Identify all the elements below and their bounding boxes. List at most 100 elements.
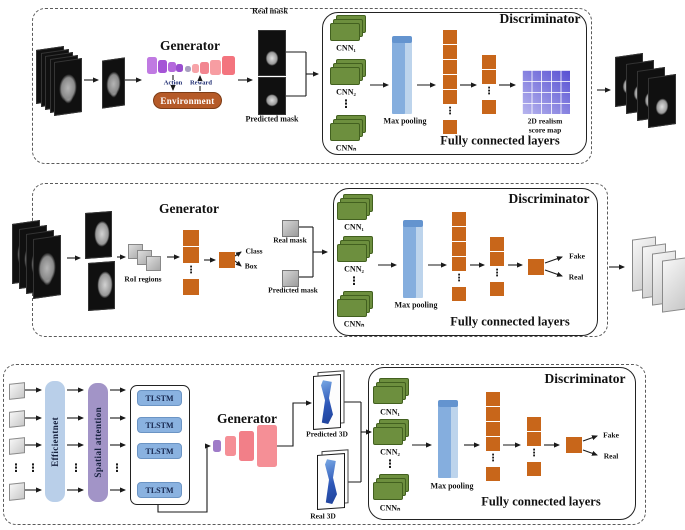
predicted-3d-label: Predicted 3D: [306, 429, 348, 439]
cnnn-label: CNNₙ: [335, 143, 357, 153]
latent-block: [213, 440, 221, 452]
discriminator-title: Discriminator: [499, 11, 581, 26]
real-mask-label: Real mask: [273, 235, 307, 245]
max-pooling-label: Max pooling: [394, 300, 438, 310]
real-label: Real: [603, 451, 619, 461]
input-slice: [9, 437, 25, 455]
vertical-ellipsis: ⋮: [445, 106, 455, 117]
vertical-ellipsis: ⋮: [10, 461, 22, 475]
reward-label: Reward: [189, 79, 213, 87]
score-map-label-line1: 2D realism: [527, 116, 563, 126]
decoder-block: [192, 64, 199, 73]
input-slice: [9, 482, 25, 501]
predicted-mask-label: Predicted mask: [268, 285, 318, 295]
feature-slice: [662, 257, 685, 313]
fake-label: Fake: [603, 430, 619, 440]
decoder-block: [222, 56, 235, 75]
max-pooling-label: Max pooling: [383, 116, 427, 126]
encoder-block: [168, 62, 176, 72]
cnnn-label: CNNₙ: [379, 503, 401, 513]
input-slice: [9, 410, 25, 428]
predicted-mask-image: [258, 77, 286, 115]
panel-2d-gan: [32, 8, 592, 164]
fully-connected-label: Fully connected layers: [450, 314, 570, 329]
panel-roi-discriminator-box: [333, 188, 598, 336]
vertical-ellipsis: ⋮: [484, 86, 494, 97]
decoder-block: [200, 62, 209, 74]
action-label: Action: [163, 79, 183, 87]
score-map-label-line2: score map: [528, 125, 562, 135]
fc-column-2: ⋮: [527, 417, 541, 476]
max-pooling-block: [438, 400, 460, 482]
cnn-stack-2: [373, 419, 409, 446]
decoder-block: [225, 436, 236, 456]
fc-column-1: ⋮: [443, 30, 457, 134]
realism-score-map: [522, 70, 570, 114]
cnn-stack-n: [330, 115, 366, 142]
cnn-stack-1: [330, 15, 366, 42]
environment-label: Environment: [160, 95, 215, 106]
real-mask-image: [258, 30, 286, 76]
output-block: [566, 437, 582, 453]
vertical-ellipsis: ⋮: [384, 457, 396, 471]
ct-slice: [33, 235, 61, 299]
max-pooling-block: [403, 220, 425, 302]
efficientnet-label: Efficientnet: [50, 416, 60, 467]
latent-block: [185, 66, 191, 72]
real-mask-image: [282, 220, 299, 237]
generator-title: Generator: [217, 411, 277, 426]
roi-patch: [146, 256, 161, 271]
tlstm-block-3: TLSTM: [137, 443, 182, 459]
spatial-attention-block: Spatial attention: [88, 383, 108, 502]
real-3d-label: Real 3D: [310, 511, 336, 521]
lung-volume: [321, 457, 341, 505]
feature-column: ⋮: [183, 230, 199, 295]
cnnn-label: CNNₙ: [343, 319, 365, 329]
cnn-stack-1: [373, 378, 409, 405]
vertical-ellipsis: ⋮: [111, 461, 123, 475]
max-pooling-label: Max pooling: [430, 481, 474, 491]
decoder-block: [239, 431, 254, 461]
cnn2-label: CNN₂: [344, 264, 364, 274]
discriminator-title: Discriminator: [508, 191, 590, 206]
panel-3d-gan: [3, 364, 646, 525]
spatial-attention-label: Spatial attention: [93, 407, 103, 478]
encoder-block: [158, 60, 167, 73]
head-block: [219, 252, 235, 268]
fc-column-2: ⋮: [490, 237, 504, 296]
vertical-ellipsis: ⋮: [454, 273, 464, 284]
predicted-3d-image: [313, 374, 341, 430]
fake-label: Fake: [569, 251, 585, 261]
tlstm-block-2: TLSTM: [137, 417, 182, 433]
real-label: Real: [568, 272, 584, 282]
cnn2-label: CNN₂: [380, 447, 400, 457]
cnn1-label: CNN₁: [336, 43, 356, 53]
tlstm-block-4: TLSTM: [137, 482, 182, 498]
vertical-ellipsis: ⋮: [27, 461, 39, 475]
generator-title: Generator: [160, 38, 220, 53]
fully-connected-label: Fully connected layers: [481, 494, 601, 509]
lung-crop-bottom: [88, 261, 115, 311]
real-3d-image: [317, 453, 345, 510]
lung-volume: [317, 378, 337, 425]
vertical-ellipsis: ⋮: [340, 97, 352, 111]
input-slice: [9, 382, 25, 400]
generator-title: Generator: [159, 201, 219, 216]
cnn-stack-n: [337, 291, 373, 318]
cnn-stack-2: [337, 236, 373, 263]
decoder-block: [257, 425, 277, 467]
predicted-mask-label: Predicted mask: [245, 114, 299, 124]
cnn1-label: CNN₁: [344, 222, 364, 232]
decoder-block: [210, 60, 221, 75]
box-output-label: Box: [244, 261, 258, 271]
ct-slice: [54, 58, 82, 116]
fc-column-1: ⋮: [486, 392, 500, 481]
efficientnet-block: Efficientnet: [45, 381, 65, 502]
environment-pill: Environment: [153, 92, 222, 109]
cnn-stack-n: [373, 474, 409, 501]
panel-3d-discriminator-box: [368, 367, 636, 520]
fully-connected-label: Fully connected layers: [440, 133, 560, 148]
vertical-ellipsis: ⋮: [488, 453, 498, 464]
roi-regions-label: RoI regions: [124, 274, 162, 284]
